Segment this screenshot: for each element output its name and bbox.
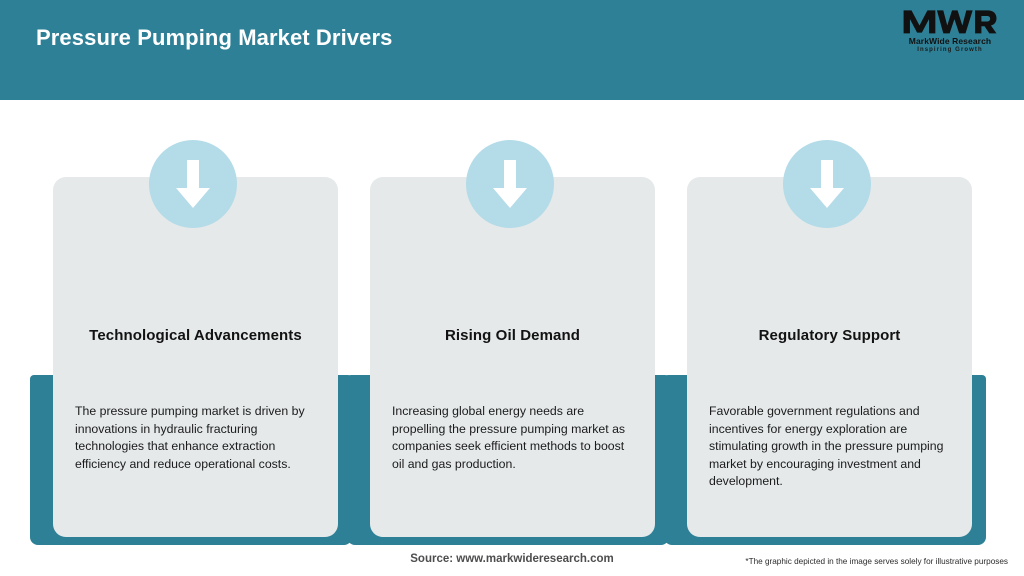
card-title: Technological Advancements — [89, 327, 302, 344]
footer-source: Source: www.markwideresearch.com — [410, 553, 614, 565]
driver-card-group: Regulatory Support Favorable government … — [662, 100, 992, 576]
footer-disclaimer: *The graphic depicted in the image serve… — [745, 557, 1008, 566]
driver-card[interactable]: Technological Advancements The pressure … — [53, 177, 338, 537]
card-body-text: Increasing global energy needs are prope… — [392, 404, 626, 471]
mwr-logo-icon — [903, 10, 997, 34]
arrow-down-glyph — [810, 160, 844, 208]
arrow-down-icon — [149, 140, 237, 228]
arrow-down-icon — [466, 140, 554, 228]
header-banner: Pressure Pumping Market Drivers MarkWide… — [0, 0, 1024, 100]
logo-company-name: MarkWide Research — [908, 36, 992, 46]
arrow-down-icon — [783, 140, 871, 228]
arrow-down-glyph — [493, 160, 527, 208]
arrow-down-glyph — [176, 160, 210, 208]
card-title: Regulatory Support — [758, 327, 901, 344]
card-title: Rising Oil Demand — [444, 327, 581, 344]
page-title: Pressure Pumping Market Drivers — [36, 25, 393, 50]
driver-card[interactable]: Regulatory Support Favorable government … — [687, 177, 972, 537]
driver-card-group: Rising Oil Demand Increasing global ener… — [345, 100, 675, 576]
driver-card[interactable]: Rising Oil Demand Increasing global ener… — [370, 177, 655, 537]
driver-card-group: Technological Advancements The pressure … — [28, 100, 358, 576]
driver-cards-container: Technological Advancements The pressure … — [0, 100, 1024, 576]
logo: MarkWide Research Inspiring Growth — [894, 8, 1006, 64]
logo-tagline: Inspiring Growth — [917, 47, 983, 53]
card-body-text: The pressure pumping market is driven by… — [75, 404, 305, 471]
card-body-text: Favorable government regulations and inc… — [709, 404, 944, 489]
